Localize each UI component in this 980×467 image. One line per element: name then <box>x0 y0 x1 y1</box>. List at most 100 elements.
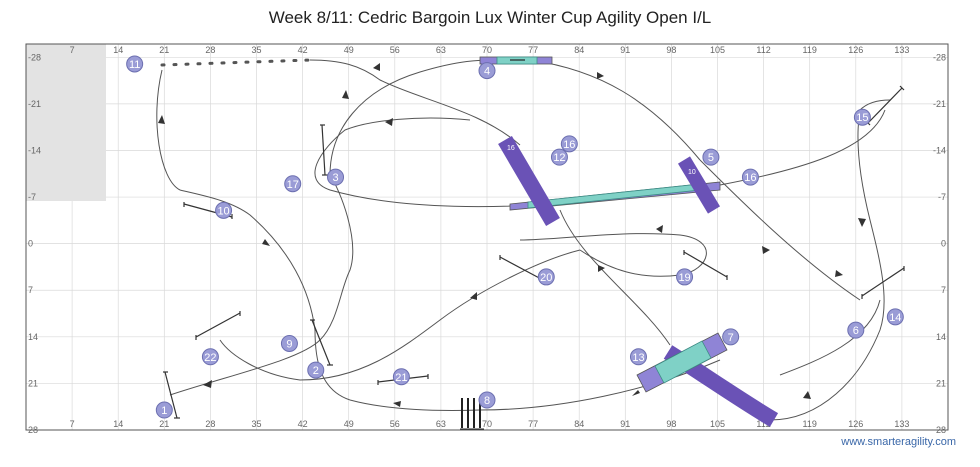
arrow <box>385 118 393 126</box>
dotted-lead <box>160 58 312 67</box>
marker-number: 3 <box>332 172 338 184</box>
top-x-tick-label: 42 <box>298 45 308 55</box>
marker-number: 19 <box>678 272 690 284</box>
arrow <box>203 380 212 388</box>
path-4-to-5 <box>529 59 701 161</box>
number-marker: 22 <box>201 348 219 366</box>
marker-number: 15 <box>856 112 868 124</box>
arrow <box>762 246 770 254</box>
path-1-to-2 <box>169 174 354 396</box>
marker-circle <box>537 268 555 286</box>
tunnel-16: 16 <box>498 135 560 227</box>
y-tick-label-left: -28 <box>28 52 41 62</box>
top-x-tick-label: 126 <box>848 45 863 55</box>
marker-number: 20 <box>540 272 552 284</box>
number-marker: 9 <box>280 334 298 352</box>
top-x-tick-label: 112 <box>756 45 770 55</box>
x-tick-label: 28 <box>205 419 215 429</box>
path-6-to-7 <box>779 299 881 376</box>
y-tick-label-right: -7 <box>938 192 946 202</box>
path-9-to-11 <box>156 69 181 191</box>
y-tick-label-right: 14 <box>936 332 946 342</box>
arrow <box>598 265 605 272</box>
top-x-tick-label: 91 <box>620 45 630 55</box>
x-tick-label: 133 <box>894 419 909 429</box>
jump-2 <box>310 319 333 366</box>
x-tick-label: 84 <box>574 419 584 429</box>
top-x-tick-label: 84 <box>574 45 584 55</box>
tunnel-label: 10 <box>688 169 696 176</box>
marker-circle <box>676 268 694 286</box>
arrow <box>393 401 401 407</box>
number-marker: 14 <box>886 308 904 326</box>
path-13-to-14 <box>769 109 885 421</box>
path-11-to-12 <box>309 59 521 146</box>
path-2-to-4 <box>329 59 496 176</box>
path-12-to-13 <box>559 209 671 346</box>
marker-number: 5 <box>708 152 714 164</box>
marker-circle <box>201 348 219 366</box>
y-tick-label-right: -21 <box>933 99 946 109</box>
start-zone <box>26 44 106 201</box>
number-marker: 5 <box>702 148 720 166</box>
y-tick-label-left: 0 <box>28 239 33 249</box>
top-x-tick-label: 119 <box>803 45 817 55</box>
footer-link[interactable]: www.smarteragility.com <box>841 436 956 448</box>
marker-circle <box>307 361 325 379</box>
number-marker: 16 <box>560 135 578 153</box>
x-tick-label: 7 <box>70 419 75 429</box>
path-19-to-22 <box>219 249 581 381</box>
path-5-to-6 <box>699 159 861 301</box>
y-tick-label-right: 28 <box>936 425 946 435</box>
obstacle-4-table <box>479 56 553 65</box>
marker-number: 8 <box>484 395 490 407</box>
jumps <box>163 85 905 419</box>
jump-14 <box>861 266 905 299</box>
marker-circle <box>478 62 496 80</box>
jump-1 <box>163 371 180 419</box>
dog-path <box>156 58 891 421</box>
marker-circle <box>392 368 410 386</box>
y-tick-label-left: 21 <box>28 378 38 388</box>
tunnel-10: 10 <box>677 156 721 214</box>
marker-circle <box>886 308 904 326</box>
marker-circle <box>853 108 871 126</box>
number-marker: 4 <box>478 62 496 80</box>
marker-number: 16 <box>744 172 756 184</box>
marker-number: 11 <box>129 59 140 71</box>
marker-number: 4 <box>484 66 490 78</box>
top-x-tick-label: 21 <box>159 45 169 55</box>
marker-circle <box>847 321 865 339</box>
arrow <box>632 390 640 396</box>
marker-number: 16 <box>563 139 575 151</box>
direction-arrows <box>158 63 866 407</box>
marker-circle <box>126 55 144 73</box>
arrow <box>835 270 843 277</box>
path-16-to-17 <box>314 117 601 208</box>
x-tick-label: 119 <box>803 419 817 429</box>
arrow <box>597 72 604 79</box>
marker-circle <box>560 135 578 153</box>
y-tick-label-left: 14 <box>28 332 38 342</box>
y-tick-label-right: 7 <box>941 285 946 295</box>
y-tick-label-left: -7 <box>28 192 36 202</box>
marker-number: 1 <box>161 405 167 417</box>
jump-3 <box>320 124 328 176</box>
aframe-7 <box>636 332 728 393</box>
marker-circle <box>702 148 720 166</box>
arrow <box>342 90 349 99</box>
marker-number: 6 <box>853 325 859 337</box>
x-tick-label: 112 <box>756 419 770 429</box>
x-tick-label: 70 <box>482 419 492 429</box>
jump-19 <box>683 250 728 280</box>
number-marker: 15 <box>853 108 871 126</box>
number-marker: 1 <box>155 401 173 419</box>
y-tick-label-left: 28 <box>28 425 38 435</box>
path-14-to-15 <box>859 99 891 111</box>
arrow <box>470 292 477 300</box>
y-tick-label-right: -28 <box>933 52 946 62</box>
number-marker: 11 <box>126 55 144 73</box>
x-tick-label: 91 <box>620 419 630 429</box>
top-x-tick-label: 63 <box>436 45 446 55</box>
